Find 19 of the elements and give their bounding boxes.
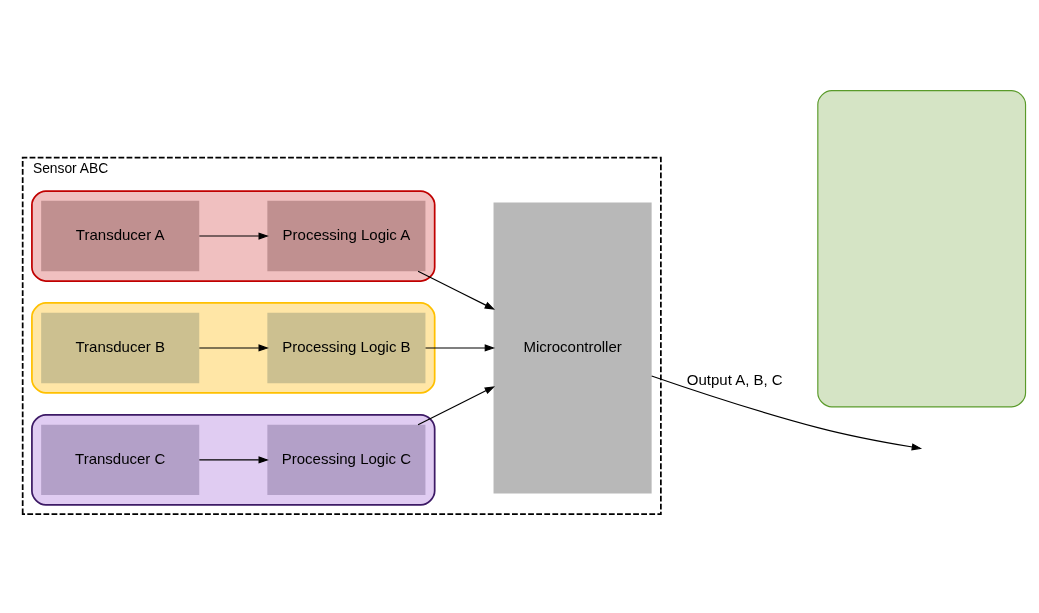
cluster — [31, 301, 436, 394]
edge-label: Output A, B, C — [686, 370, 783, 388]
node-box: Processing Logic B — [267, 312, 426, 383]
node-box: Processing Logic A — [267, 200, 426, 271]
node-box: Transducer C — [41, 424, 200, 495]
arrow — [198, 231, 269, 240]
arrow — [417, 270, 496, 310]
node-box — [817, 89, 1027, 407]
node-box: Processing Logic C — [267, 424, 426, 495]
arrow — [417, 385, 496, 425]
node-box: Transducer B — [41, 312, 200, 383]
cluster — [31, 189, 436, 282]
cluster — [31, 413, 436, 506]
arrow — [424, 343, 496, 352]
arrow — [651, 374, 923, 451]
arrow — [198, 455, 269, 464]
arrow — [198, 343, 269, 352]
node-box: Transducer A — [41, 200, 200, 271]
node-box: Microcontroller — [493, 202, 652, 493]
